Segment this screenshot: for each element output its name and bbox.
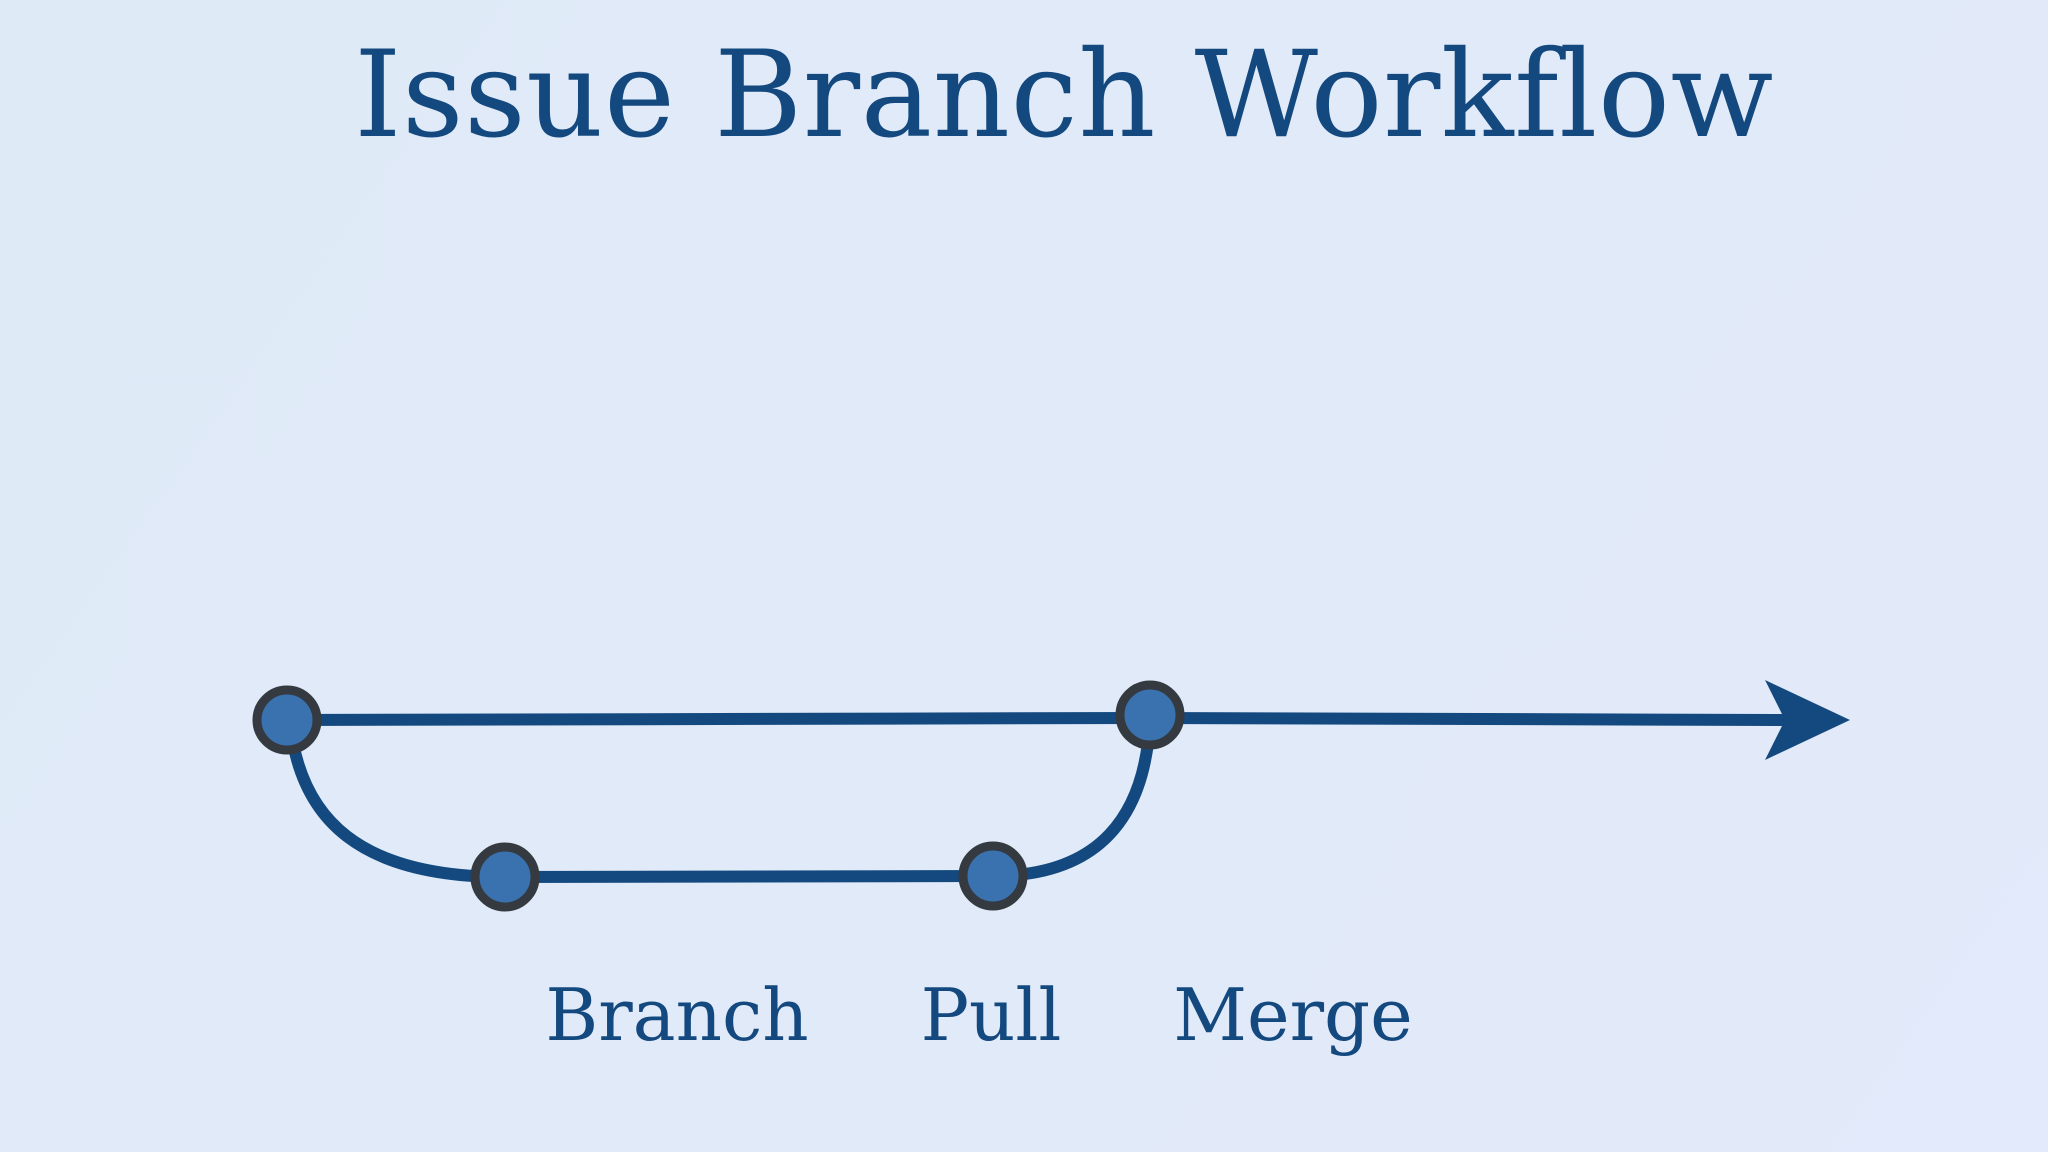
page-title: Issue Branch Workflow: [354, 26, 1774, 165]
node-branch[interactable]: [470, 842, 540, 912]
node-merge[interactable]: [1115, 680, 1185, 750]
node-label-merge: Merge: [1173, 973, 1412, 1057]
branch-out-curve: [284, 716, 511, 883]
main-branch-line-left: [286, 712, 1151, 726]
main-branch-line-right: [1149, 712, 1791, 726]
node-label-pull: Pull: [921, 973, 1062, 1057]
node-pull[interactable]: [958, 841, 1028, 911]
feature-branch-line: [504, 870, 994, 883]
main-branch-arrowhead: [1765, 680, 1850, 760]
merge-in-curve: [987, 712, 1156, 882]
node-main-start[interactable]: [252, 685, 322, 755]
node-label-branch: Branch: [545, 973, 808, 1057]
